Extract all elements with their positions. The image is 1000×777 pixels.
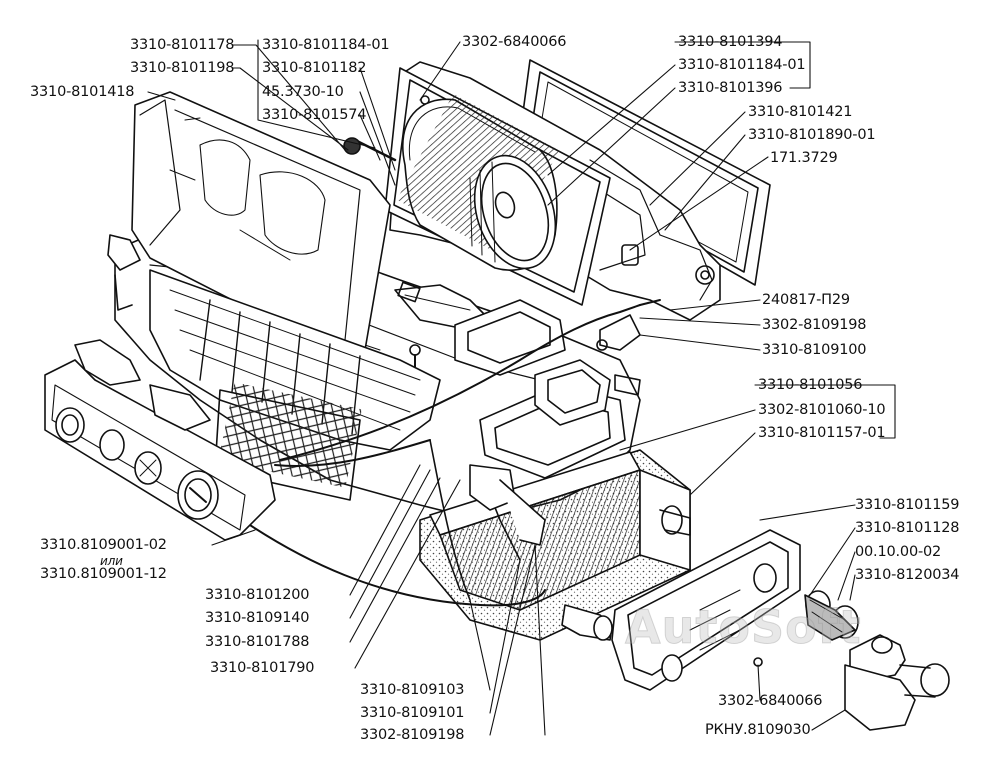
- part-label: 3310-8109103: [360, 682, 465, 698]
- knob-icon: [55, 407, 85, 443]
- or-label: или: [100, 554, 123, 568]
- outlet-panel: [611, 529, 801, 691]
- part-label: 3302-8109198: [360, 727, 465, 743]
- part-label: 3310.8109001-12: [40, 566, 167, 582]
- part-label: 3310-8101200: [205, 587, 310, 603]
- part-label: 45.3730-10: [262, 84, 344, 100]
- part-label: 3302-8109198: [762, 317, 867, 333]
- flap-housing: [454, 299, 641, 479]
- watermark: AutoSoft: [625, 600, 862, 655]
- part-label: 3310-8101056: [758, 377, 863, 393]
- leader-lines: [147, 39, 896, 736]
- part-label: 3310-8109100: [762, 342, 867, 358]
- part-label: 3310-8101421: [748, 104, 853, 120]
- front-cover: [107, 91, 391, 356]
- part-label: 3302-8101060-10: [758, 402, 886, 418]
- part-label: 171.3729: [770, 150, 838, 166]
- part-label: 3310-8101128: [855, 520, 960, 536]
- part-label: 3310-8101790: [210, 660, 315, 676]
- part-label: 3310-8101574: [262, 107, 367, 123]
- motor-resistor: [621, 244, 639, 266]
- part-label: 3310-8101184-01: [678, 57, 806, 73]
- part-label: 3310-8101394: [678, 34, 783, 50]
- part-label: 3310-8120034: [855, 567, 960, 583]
- part-label: 00.10.00-02: [855, 544, 942, 560]
- part-label: 3302-6840066: [462, 34, 567, 50]
- part-label: 3310-8109140: [205, 610, 310, 626]
- air-distribution-duct: [149, 269, 441, 501]
- part-label: 3310-8101182: [262, 60, 367, 76]
- part-label: 3310-8101178: [130, 37, 235, 53]
- part-label: 3310-8101159: [855, 497, 960, 513]
- hose-clamp: [804, 590, 859, 641]
- part-label: 3310-8101890-01: [748, 127, 876, 143]
- fan-impeller: [343, 93, 560, 271]
- part-label: РКНУ.8109030: [705, 722, 811, 738]
- flap-levers: [469, 299, 661, 546]
- part-label: 3310-8101198: [130, 60, 235, 76]
- part-label: 3310-8101788: [205, 634, 310, 650]
- part-label: 240817-П29: [762, 292, 850, 308]
- control-panel: [44, 339, 276, 541]
- part-label: 3310-8109101: [360, 705, 465, 721]
- heater-tap: [844, 634, 950, 731]
- part-label: 3310-8101396: [678, 80, 783, 96]
- part-label: 3310-8101418: [30, 84, 135, 100]
- knob-icon: [99, 429, 125, 461]
- part-label: 3310-8101157-01: [758, 425, 886, 441]
- part-label: 3310-8101184-01: [262, 37, 390, 53]
- part-label: 3310.8109001-02: [40, 537, 167, 553]
- part-label: 3302-6840066: [718, 693, 823, 709]
